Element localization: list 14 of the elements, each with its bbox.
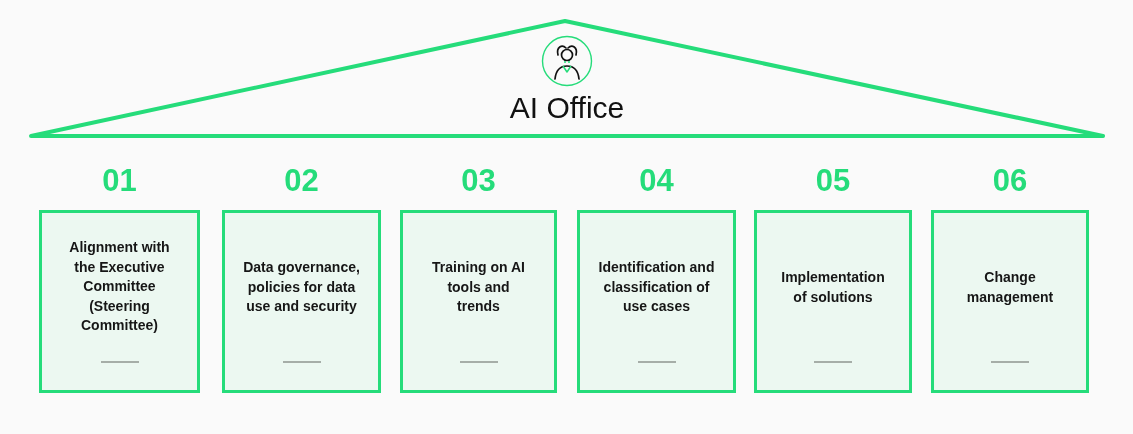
roof-triangle: [28, 18, 1106, 140]
pillar-text: Data governance, policies for data use and security: [242, 257, 361, 316]
step-number: 02: [284, 164, 319, 198]
pillar-text: Identification and classification of use cases: [597, 257, 716, 316]
pillar-text: Implementation of solutions: [780, 267, 886, 306]
pillar-text: Alignment with the Executive Committee (Steering Committee): [68, 238, 171, 336]
step-number: 01: [102, 164, 137, 198]
pillar-text: Training on AI tools and trends: [431, 257, 526, 316]
step-number: 04: [639, 164, 674, 198]
roof-title: AI Office: [509, 90, 625, 126]
step-number: 03: [461, 164, 496, 198]
pillar-text: Change management: [965, 267, 1055, 307]
step-number: 05: [815, 164, 851, 198]
step-number: 06: [992, 164, 1028, 198]
